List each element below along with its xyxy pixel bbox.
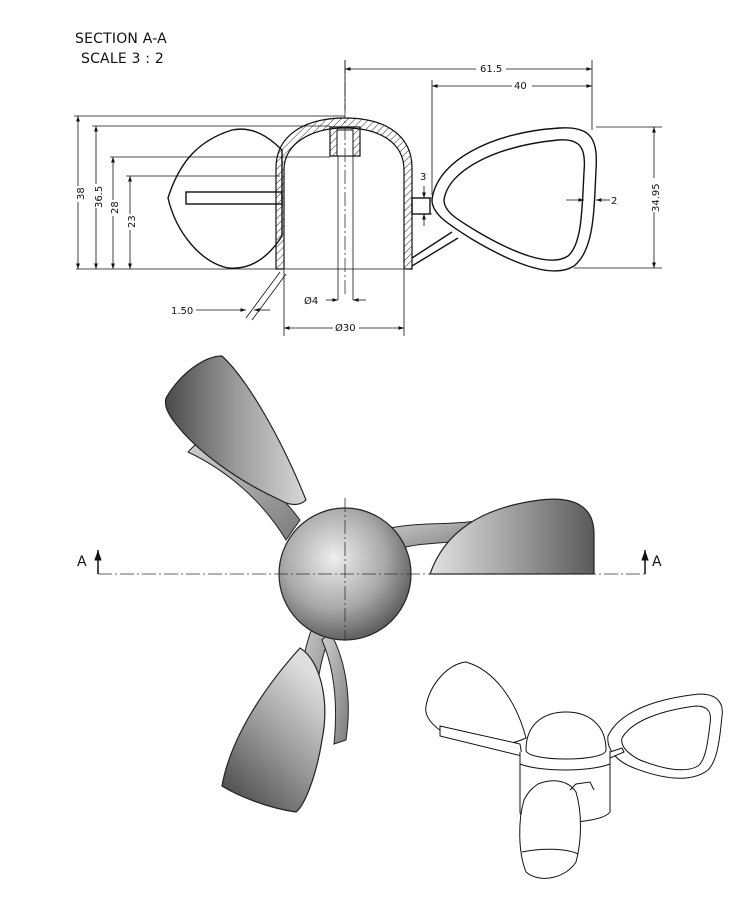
- dim-2: 2: [611, 196, 617, 207]
- dim-23: 23: [127, 215, 138, 228]
- dim-dia30: Ø30: [335, 322, 356, 334]
- left-blade-outline: [167, 128, 283, 269]
- dim-dia4: Ø4: [304, 295, 318, 307]
- section-marker-left: A: [77, 554, 87, 570]
- section-marker-right: A: [652, 554, 662, 570]
- isometric-view: [425, 661, 723, 879]
- dim-36-5: 36.5: [94, 186, 105, 208]
- dim-28: 28: [110, 201, 121, 214]
- dim-3: 3: [420, 172, 426, 183]
- dim-34-95: 34.95: [651, 183, 662, 212]
- right-blade-outer: [431, 127, 598, 272]
- left-blade-slot: [185, 191, 283, 205]
- dimensions: 61.5 40 38 36.5 28 23: [72, 60, 662, 336]
- section-scale: SCALE 3 : 2: [81, 51, 164, 67]
- section-view: [76, 60, 598, 321]
- front-blade-top: [164, 355, 307, 506]
- dim-1-50: 1.50: [171, 306, 193, 317]
- right-arm: [411, 231, 459, 267]
- front-blade-bottom: [221, 647, 326, 813]
- hub-shell-section: [275, 117, 413, 270]
- front-view: A A: [77, 355, 662, 813]
- dim-61-5: 61.5: [480, 64, 502, 75]
- front-blade-right: [429, 498, 595, 575]
- dim-40: 40: [514, 81, 527, 92]
- dim-38: 38: [76, 187, 87, 200]
- arm-stub: [411, 197, 431, 215]
- right-blade-inner: [443, 139, 586, 261]
- section-title: SECTION A-A: [75, 31, 167, 47]
